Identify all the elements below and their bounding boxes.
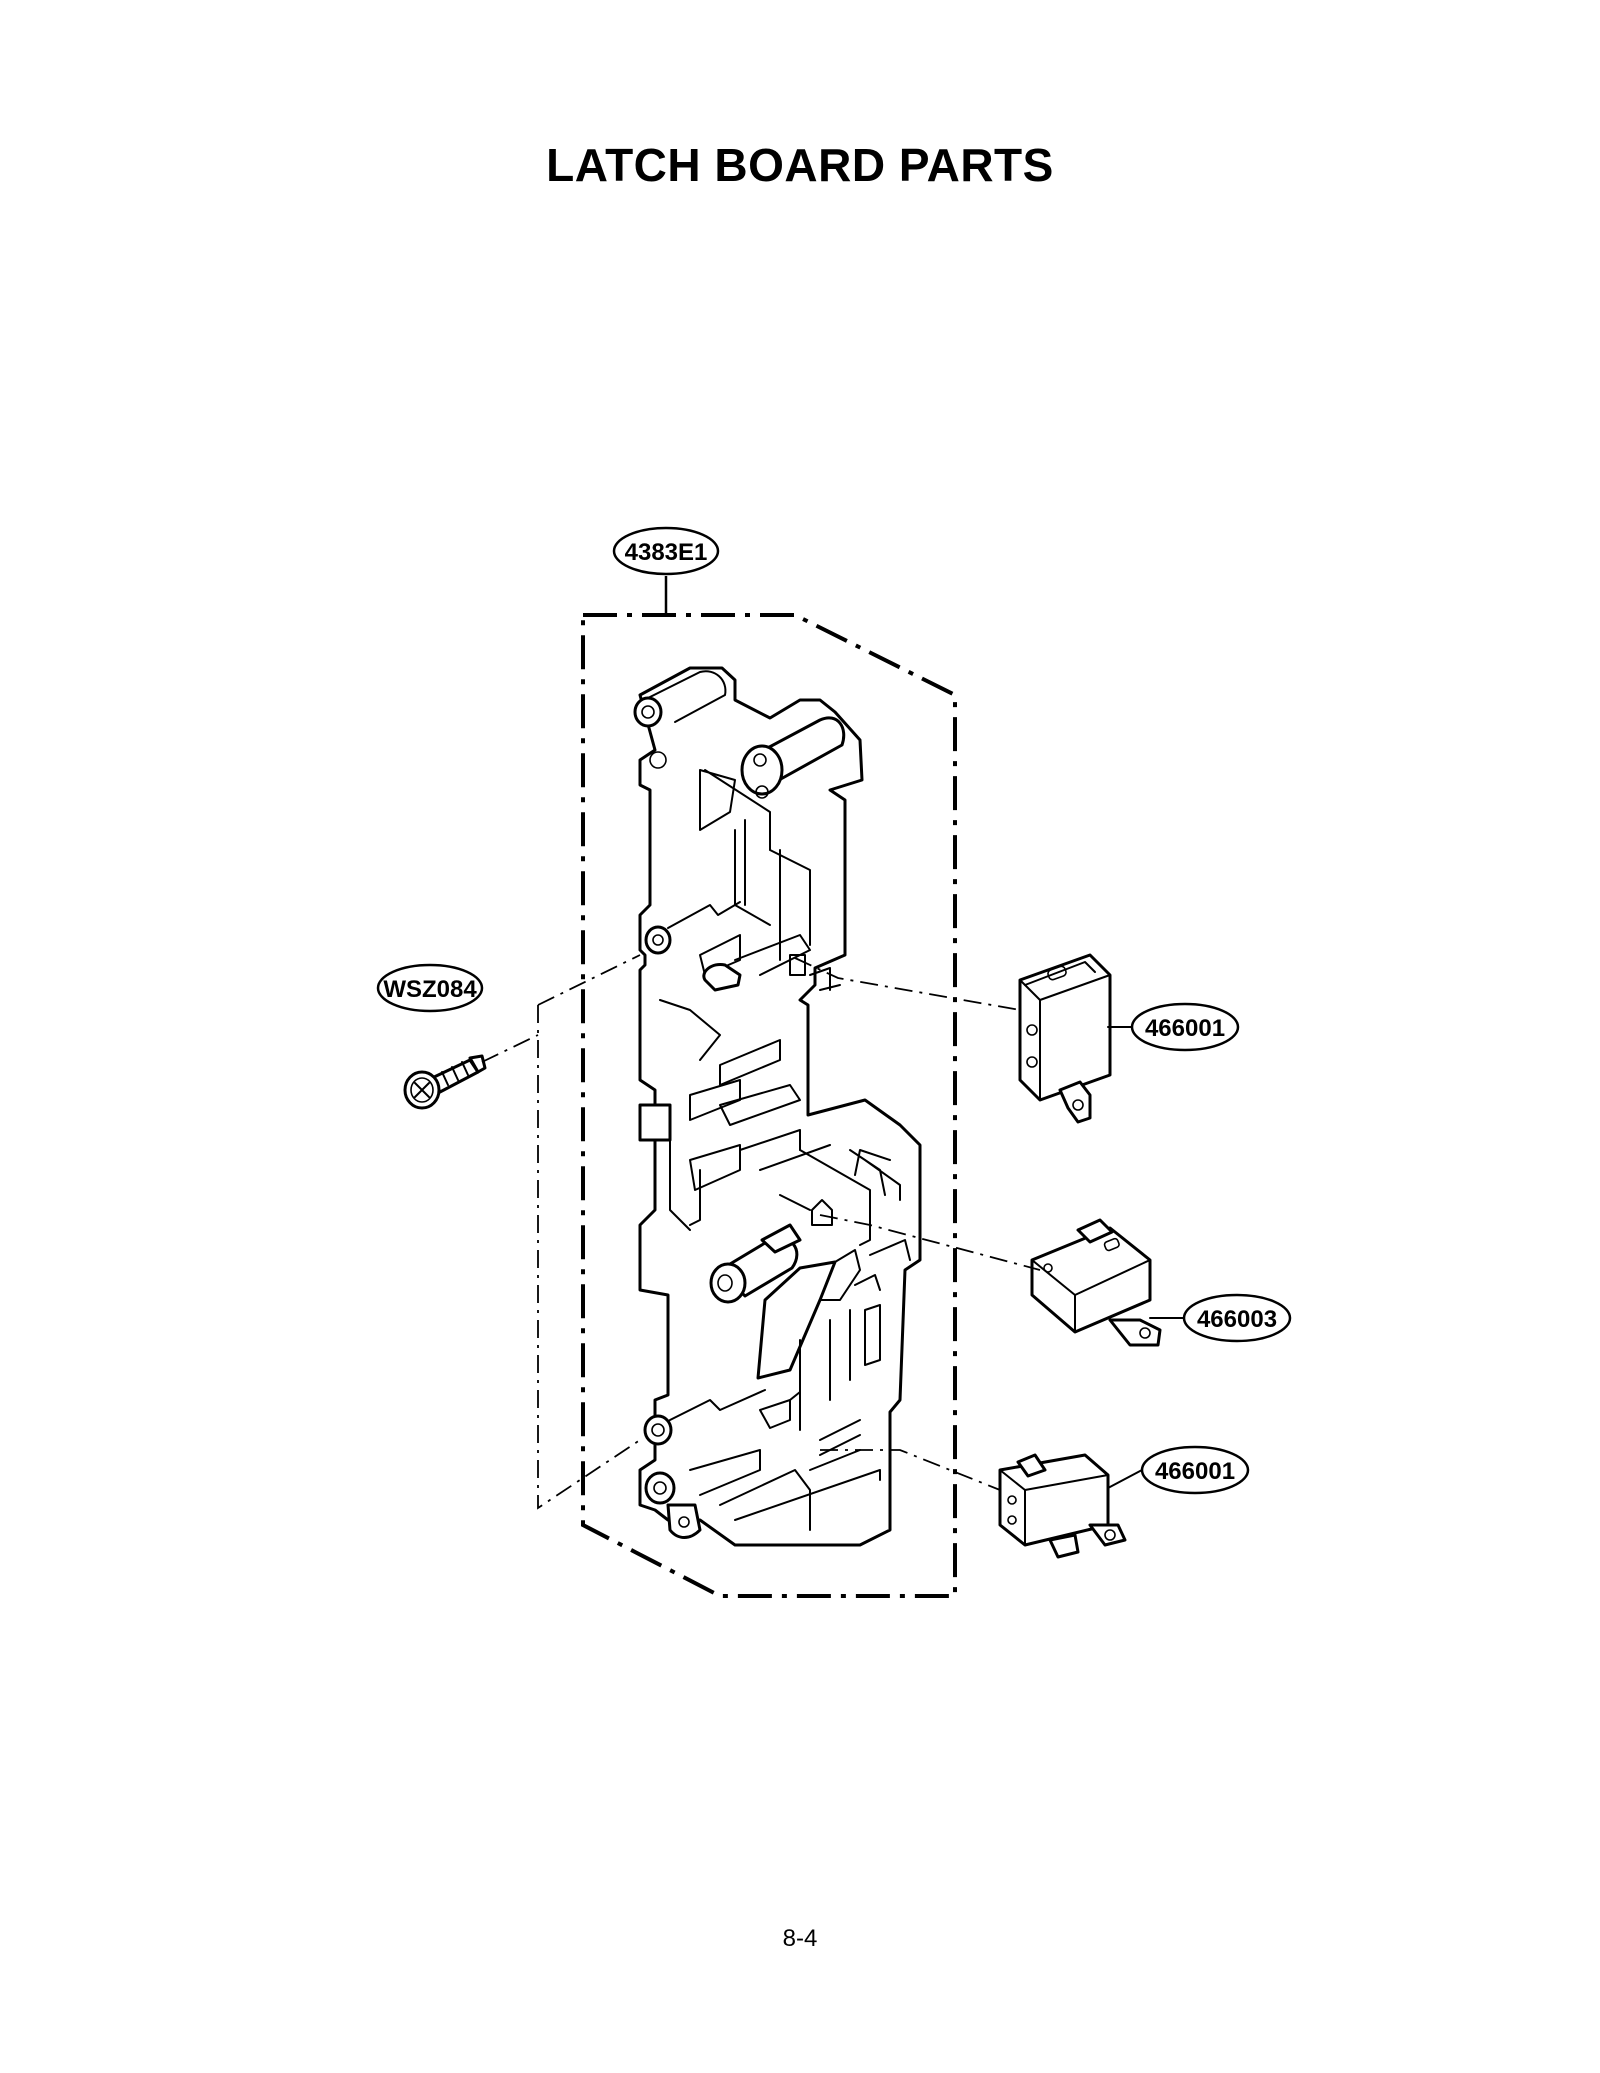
assembly-boundary — [581, 613, 957, 1598]
latch-board-body — [633, 666, 922, 1547]
callout-screw: WSZ084 — [376, 963, 484, 1013]
assembly-lines — [481, 954, 1186, 1510]
switch-top — [1018, 953, 1112, 1124]
svg-text:4383E1: 4383E1 — [625, 539, 708, 566]
callout-latch-board: 4383E1 — [612, 526, 720, 576]
switch-bottom — [998, 1453, 1127, 1559]
switch-middle — [1030, 1218, 1162, 1347]
callout-switch-bottom: 466001 — [1140, 1445, 1250, 1495]
svg-text:466003: 466003 — [1197, 1306, 1277, 1333]
screw — [403, 1054, 487, 1110]
callout-switch-middle: 466003 — [1182, 1293, 1292, 1343]
svg-text:466001: 466001 — [1155, 1458, 1235, 1485]
page-title: LATCH BOARD PARTS — [546, 139, 1054, 191]
callout-switch-top: 466001 — [1130, 1002, 1240, 1052]
page-number: 8-4 — [782, 1925, 818, 1952]
svg-text:WSZ084: WSZ084 — [383, 976, 477, 1003]
svg-text:466001: 466001 — [1145, 1015, 1225, 1042]
